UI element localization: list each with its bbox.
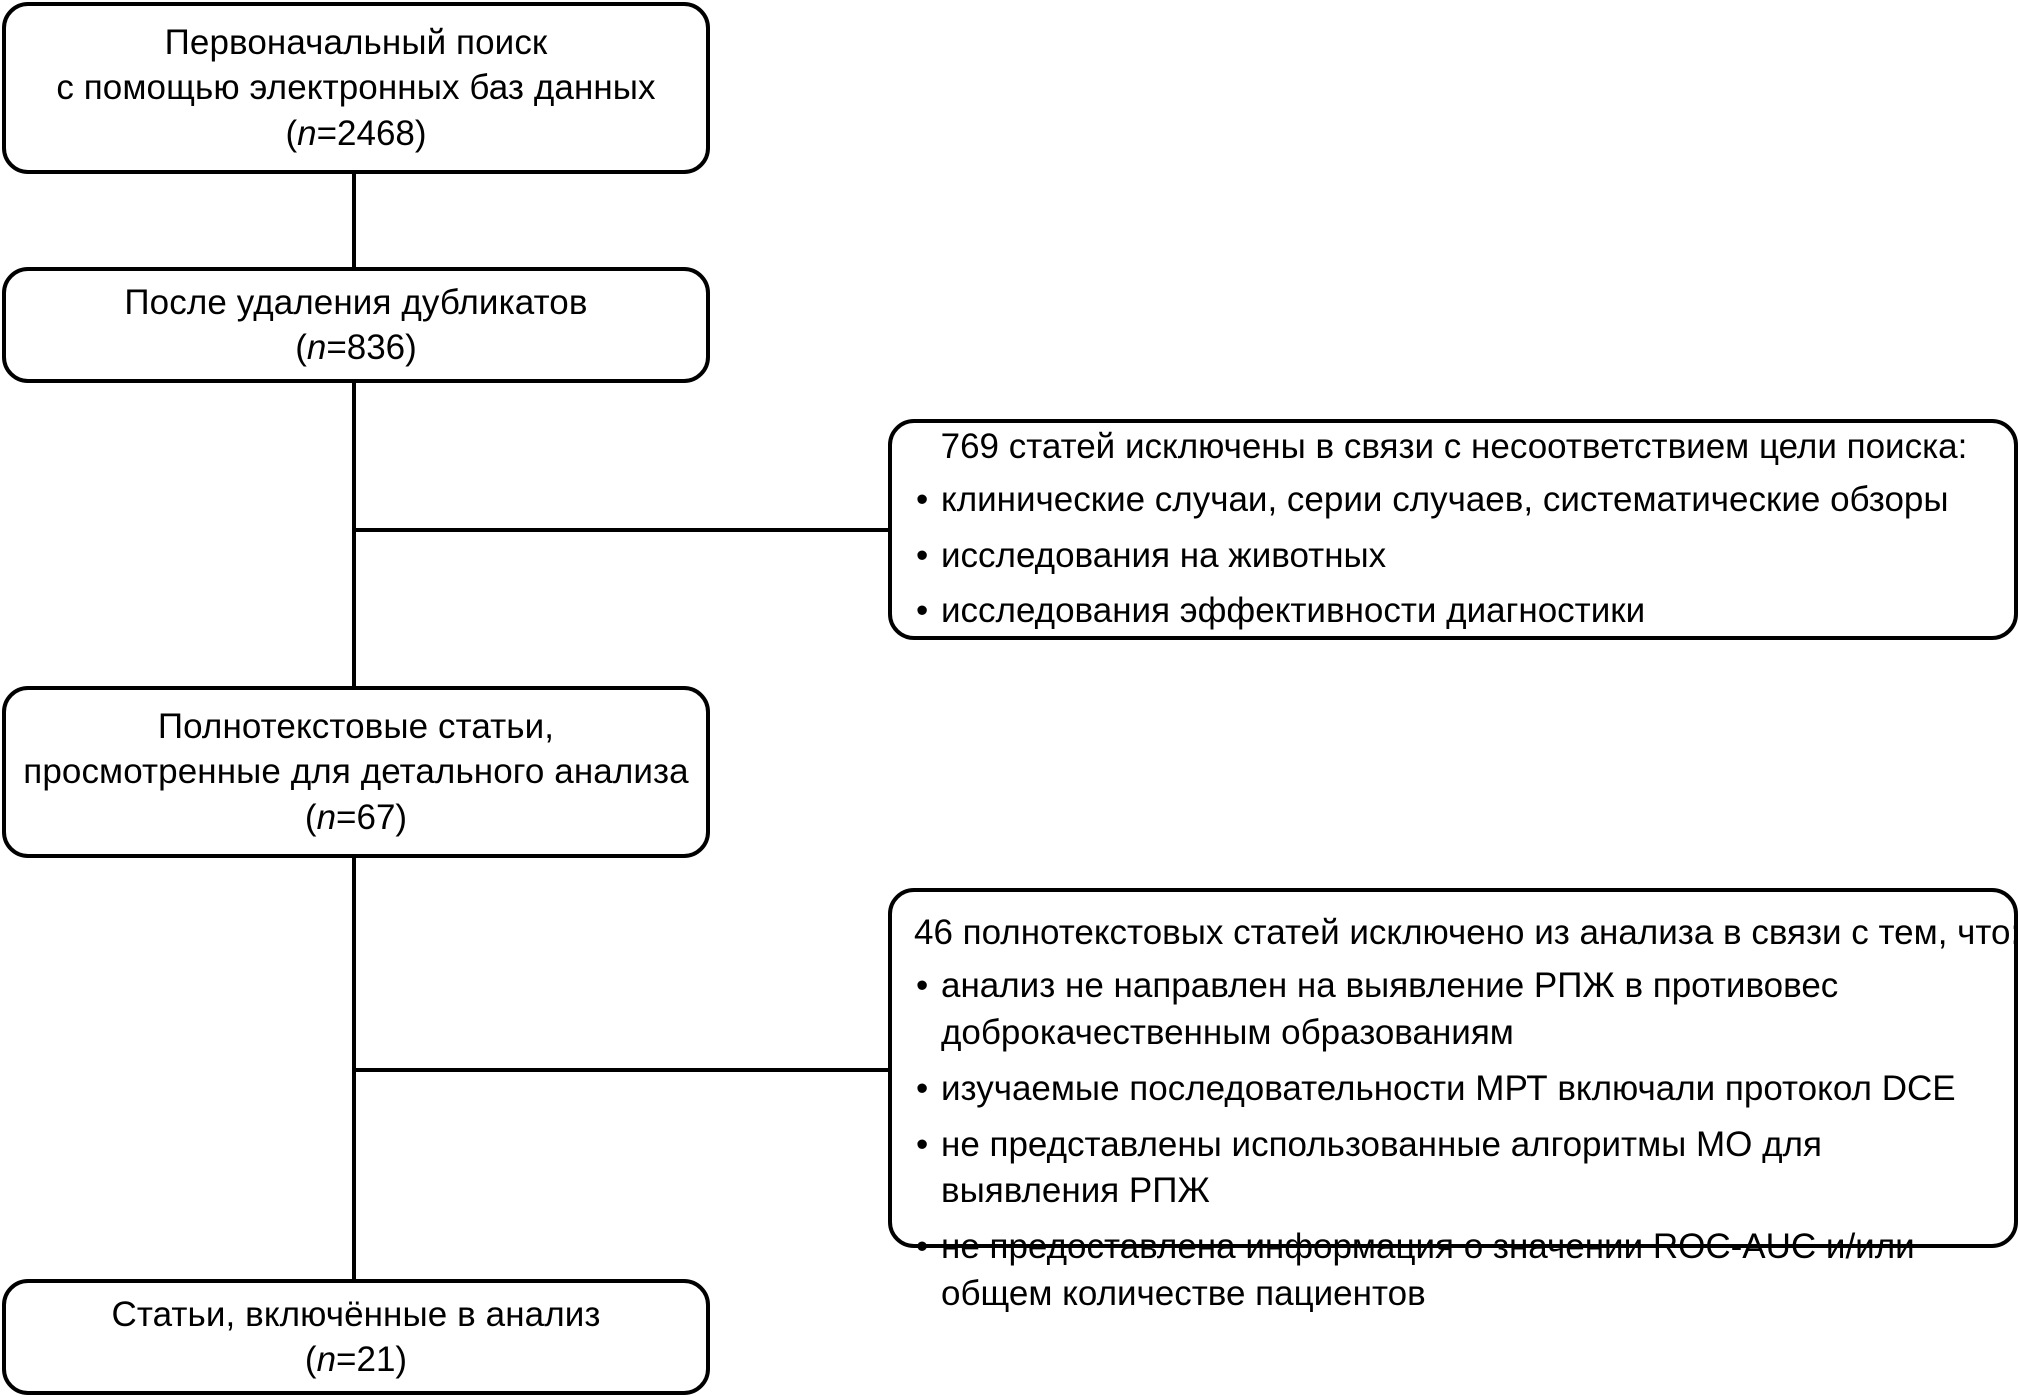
screening-exclusions-heading: 769 статей исключены в связи с несоответ… <box>940 426 1968 466</box>
node-after-duplicates-line1: После удаления дубликатов <box>124 282 588 322</box>
bullet-icon: • <box>916 1068 929 1108</box>
count-value: =836) <box>326 328 417 367</box>
node-fulltext-reviewed-line1: Полнотекстовые статьи, <box>157 706 555 746</box>
count-symbol: n <box>316 1340 337 1379</box>
node-initial-search-count: (n=2468) <box>285 111 426 157</box>
node-screening-exclusions: 769 статей исключены в связи с несоответ… <box>888 419 2018 640</box>
bullet-icon: • <box>916 1227 929 1267</box>
node-included-articles-line1: Статьи, включённые в анализ <box>111 1294 601 1334</box>
eligibility-exclusions-heading: 46 полнотекстовых статей исключено из ан… <box>914 913 2020 952</box>
list-item: • не представлены использованные алгоритм… <box>914 1122 1994 1216</box>
list-item: • исследования на животных <box>914 533 1994 580</box>
node-after-duplicates-count: (n=836) <box>295 325 417 371</box>
node-included-articles-count: (n=21) <box>305 1337 407 1383</box>
bullet-icon: • <box>916 535 929 575</box>
node-fulltext-reviewed-line2: просмотренные для детального анализа <box>23 752 689 792</box>
screening-exclusions-list: • клинические случаи, серии случаев, сист… <box>914 477 1994 636</box>
list-item-text: не предоставлена информация о значении R… <box>941 1227 1915 1314</box>
node-fulltext-reviewed-count: (n=67) <box>305 795 407 841</box>
count-prefix: ( <box>304 1340 317 1379</box>
list-item-text: анализ не направлен на выявление РПЖ в п… <box>941 965 1839 1052</box>
count-symbol: n <box>306 328 327 367</box>
count-prefix: ( <box>304 797 317 837</box>
eligibility-exclusions-list: • анализ не направлен на выявление РПЖ в … <box>914 963 1994 1318</box>
count-symbol: n <box>316 797 337 837</box>
list-item: • изучаемые последовательности МРТ включа… <box>914 1066 1994 1113</box>
connector-duplicates-to-fulltext <box>352 381 356 688</box>
connector-screening-exclusion <box>352 528 890 532</box>
list-item: • клинические случаи, серии случаев, сист… <box>914 477 1994 524</box>
list-item-text: клинические случаи, серии случаев, систе… <box>941 479 1949 519</box>
list-item: • анализ не направлен на выявление РПЖ в … <box>914 963 1994 1057</box>
count-prefix: ( <box>295 328 307 367</box>
list-item-text: изучаемые последовательности МРТ включал… <box>941 1068 1956 1108</box>
node-included-articles: Статьи, включённые в анализ (n=21) <box>2 1279 710 1395</box>
node-initial-search: Первоначальный поиск с помощью электронн… <box>2 2 710 174</box>
node-fulltext-reviewed: Полнотекстовые статьи, просмотренные для… <box>2 686 710 858</box>
node-initial-search-line2: с помощью электронных баз данных <box>56 68 656 108</box>
bullet-icon: • <box>916 1124 929 1164</box>
list-item-text: исследования эффективности диагностики <box>941 591 1646 631</box>
count-symbol: n <box>297 113 317 153</box>
bullet-icon: • <box>916 479 929 519</box>
node-eligibility-exclusions: 46 полнотекстовых статей исключено из ан… <box>888 888 2020 1313</box>
count-value: =21) <box>336 1340 408 1379</box>
connector-eligibility-exclusion <box>352 1068 890 1072</box>
list-item-text: исследования на животных <box>941 535 1387 575</box>
node-initial-search-line1: Первоначальный поиск <box>164 22 548 62</box>
list-item-text: не представлены использованные алгоритмы… <box>941 1124 1822 1211</box>
count-prefix: ( <box>285 113 298 153</box>
connector-initial-to-duplicates <box>352 174 356 269</box>
list-item: • исследования эффективности диагностики <box>914 588 1994 635</box>
list-item: • не предоставлена информация о значении … <box>914 1224 1994 1318</box>
count-value: =2468) <box>316 113 427 153</box>
bullet-icon: • <box>916 965 929 1005</box>
count-value: =67) <box>336 797 408 837</box>
bullet-icon: • <box>916 591 929 631</box>
node-after-duplicates: После удаления дубликатов (n=836) <box>2 267 710 383</box>
